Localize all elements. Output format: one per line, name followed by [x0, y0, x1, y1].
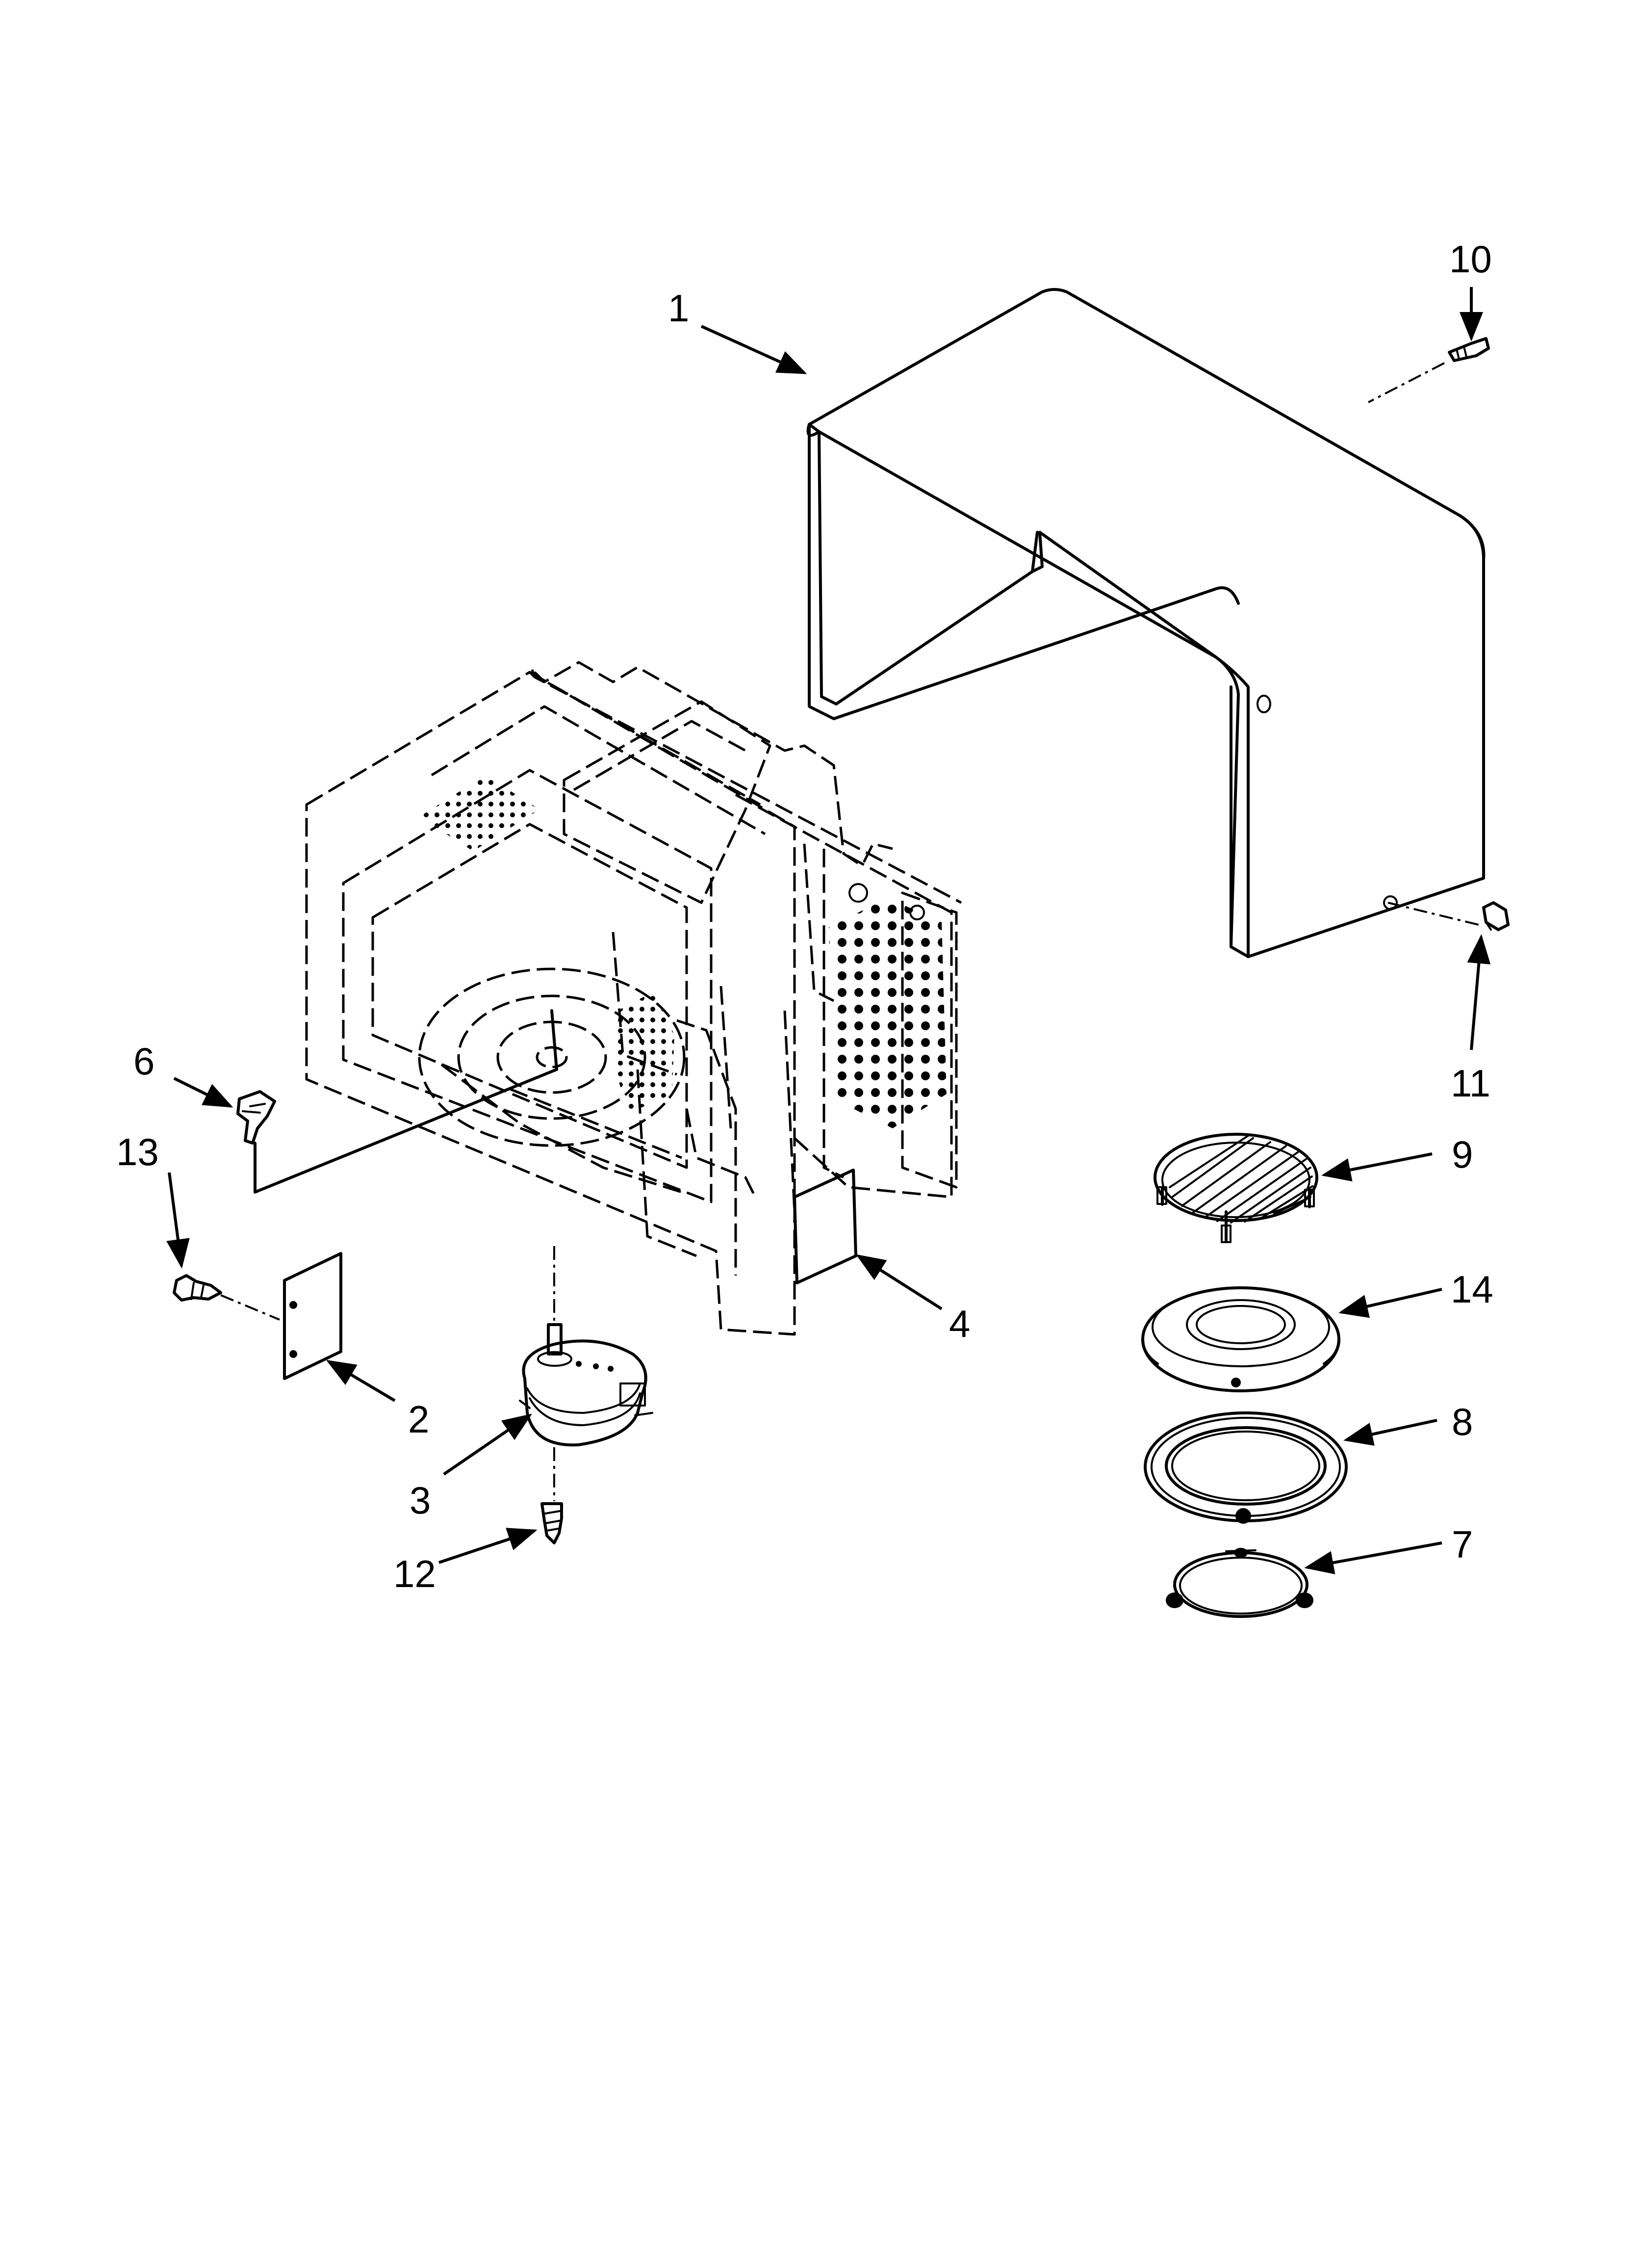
callout-1: 1: [668, 287, 689, 330]
wire-rack-part: [1154, 1133, 1318, 1243]
screw-10-part: [1448, 337, 1490, 362]
callout-9: 9: [1452, 1133, 1473, 1176]
leader-arrows: [166, 287, 1491, 1574]
callout-11: 11: [1451, 1062, 1490, 1105]
assembly-lines: [220, 362, 1479, 1501]
callout-8: 8: [1452, 1400, 1473, 1443]
oven-cavity-reference: [305, 661, 962, 1336]
callout-3: 3: [410, 1479, 431, 1522]
glass-tray-part: [1144, 1411, 1348, 1524]
screw-13-part: [173, 1274, 222, 1302]
callout-13: 13: [116, 1130, 159, 1173]
waveguide-cover-part: [283, 1252, 342, 1380]
screw-12-part: [540, 1502, 563, 1544]
cover-sheet-part: [793, 1169, 857, 1284]
callout-10: 10: [1449, 237, 1492, 281]
screw-11-part: [1482, 901, 1510, 931]
callout-4: 4: [949, 1302, 970, 1345]
coupler-part: [236, 1090, 276, 1145]
callout-2: 2: [408, 1398, 429, 1441]
roller-ring-part: [1166, 1548, 1313, 1618]
callout-6: 6: [133, 1040, 154, 1083]
callout-14: 14: [1451, 1268, 1493, 1311]
crisper-pan-part: [1141, 1286, 1340, 1392]
outer-wrapper-part: [806, 288, 1486, 958]
turntable-motor-part: [519, 1323, 653, 1447]
callout-12: 12: [393, 1552, 436, 1595]
callout-labels: 1 2 3 4 6 7 8 9 10 11 12 13 14: [116, 237, 1493, 1595]
callout-7: 7: [1452, 1523, 1473, 1566]
